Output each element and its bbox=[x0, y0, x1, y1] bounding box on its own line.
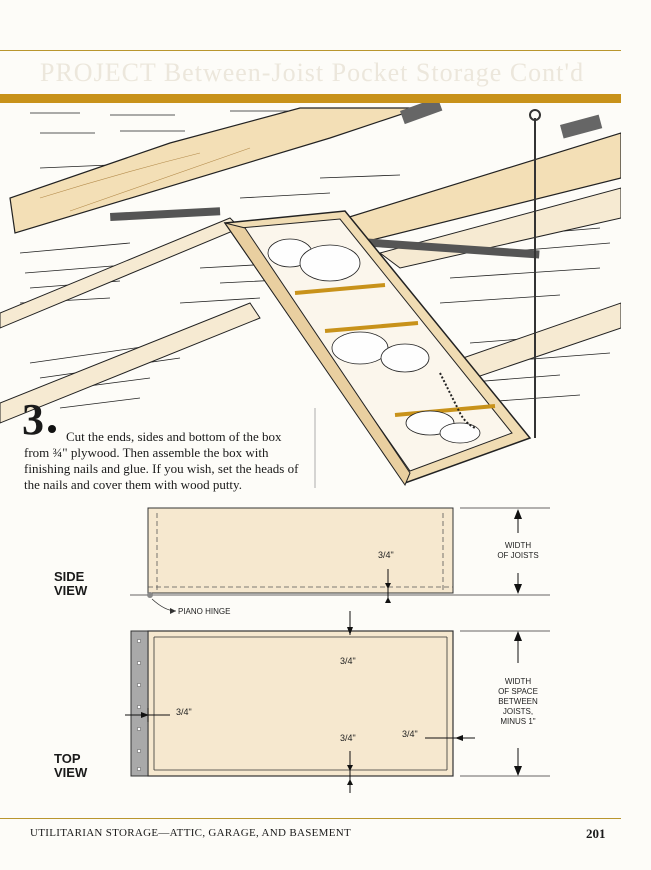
left-joist bbox=[0, 217, 241, 329]
piano-hinge-strip bbox=[130, 630, 149, 777]
width-of-joists-line1: WIDTH bbox=[504, 541, 532, 550]
step-number-dot bbox=[48, 425, 56, 433]
page-number: 201 bbox=[586, 826, 606, 841]
width-of-joists-line2: OF JOISTS bbox=[497, 551, 539, 560]
top-view-label-line2: VIEW bbox=[54, 765, 88, 780]
top-view-thickness-right: 3/4" bbox=[402, 729, 418, 739]
top-view-thickness-bottom: 3/4" bbox=[340, 733, 356, 743]
piano-hinge-label: PIANO HINGE bbox=[178, 607, 231, 616]
space-label-line1: WIDTH bbox=[504, 677, 532, 686]
side-view-label: SIDE VIEW bbox=[54, 570, 87, 598]
bottom-rule bbox=[0, 818, 621, 819]
side-view-thickness: 3/4" bbox=[378, 550, 394, 560]
top-view-thickness-top: 3/4" bbox=[340, 656, 356, 666]
side-top-view-diagram bbox=[125, 507, 550, 793]
width-of-space-label: WIDTH OF SPACE BETWEEN JOISTS, MINUS 1" bbox=[486, 677, 550, 727]
footer-section-title: UTILITARIAN STORAGE—ATTIC, GARAGE, AND B… bbox=[30, 827, 352, 839]
side-view-label-line2: VIEW bbox=[54, 583, 88, 598]
top-view-label: TOP VIEW bbox=[54, 752, 87, 780]
top-rule bbox=[0, 50, 621, 51]
top-view-thickness-left: 3/4" bbox=[176, 707, 192, 717]
side-view-panel bbox=[147, 507, 454, 594]
step-number: 3 bbox=[22, 395, 44, 444]
step-instruction: Cut the ends, sides and bottom of the bo… bbox=[24, 429, 299, 492]
top-view-label-line1: TOP bbox=[54, 751, 81, 766]
space-label-line4: JOISTS, bbox=[502, 707, 534, 716]
faded-header-title: PROJECT Between-Joist Pocket Storage Con… bbox=[40, 58, 585, 87]
gold-band bbox=[0, 94, 621, 103]
space-label-line2: OF SPACE bbox=[498, 687, 538, 696]
space-label-line3: BETWEEN bbox=[498, 697, 538, 706]
side-view-label-line1: SIDE bbox=[54, 569, 85, 584]
space-label-line5: MINUS 1" bbox=[500, 717, 536, 726]
top-view-panel bbox=[147, 630, 454, 777]
width-of-joists-label: WIDTH OF JOISTS bbox=[488, 541, 548, 561]
joist-box-illustration bbox=[0, 103, 621, 488]
